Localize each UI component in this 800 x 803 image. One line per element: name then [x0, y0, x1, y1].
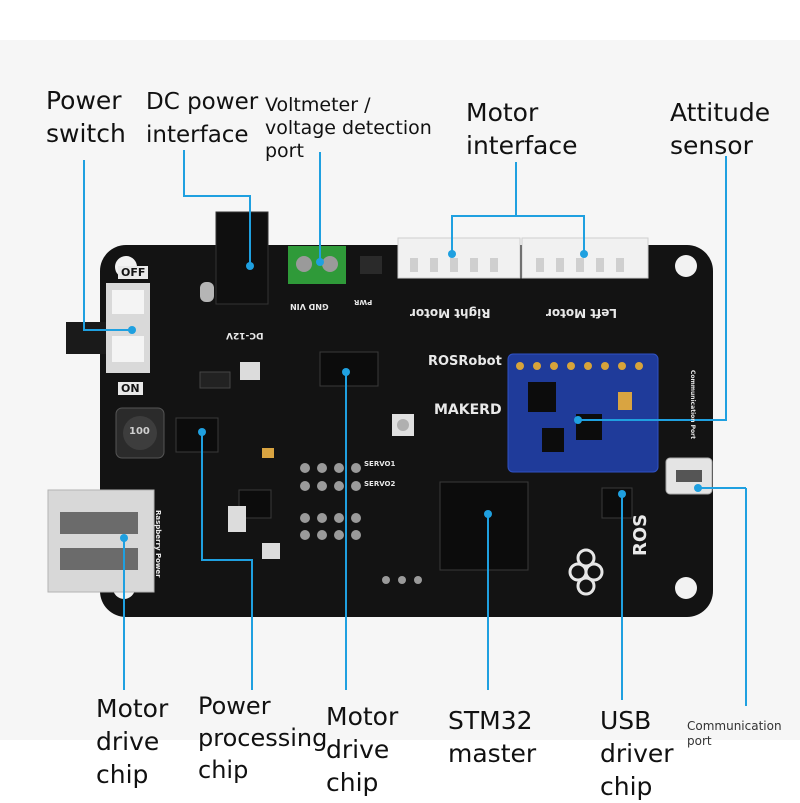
label-usb-driver-chip: USB driver chip: [600, 706, 674, 801]
label-communication-port: Communication port: [687, 719, 782, 748]
usb-driver-chip: [601, 487, 633, 519]
callout-leaders: [83, 150, 747, 706]
label-attitude-sensor: Attitude sensor: [670, 98, 771, 160]
label-motor-drive-chip-left: Motor drive chip: [96, 694, 169, 789]
motor-drive-chip-center: [319, 351, 379, 387]
mount-hole: [675, 577, 697, 599]
stm32-chip: [439, 481, 529, 571]
attitude-sensor-module: [507, 353, 659, 473]
label-motor-interface: Motor interface: [466, 98, 578, 160]
label-stm32-master: STM32 master: [448, 706, 537, 768]
silk-ros: ROS: [630, 513, 651, 556]
usb-a-port: [47, 489, 155, 593]
label-power-switch: Power switch: [46, 86, 126, 148]
label-dc-power-interface: DC power interface: [146, 89, 259, 148]
label-voltmeter-port: Voltmeter / voltage detection port: [265, 94, 432, 162]
silk-servo2: SERVO2: [364, 480, 396, 488]
silk-brand-rosrobot: ROSRobot: [428, 354, 502, 369]
silk-servo1: SERVO1: [364, 460, 396, 468]
silk-off: OFF: [118, 266, 149, 279]
dc-jack: [215, 211, 269, 305]
silk-on: ON: [118, 382, 143, 395]
label-motor-drive-chip-center: Motor drive chip: [326, 702, 399, 797]
silk-dc-12v: DC-12V: [226, 330, 264, 340]
silk-raspberry-power: Raspberry Power: [154, 510, 162, 578]
silk-brand-makerd: MAKERD: [434, 402, 502, 418]
power-switch-lever: [66, 322, 106, 354]
silk-pwr: PWR: [354, 298, 373, 306]
label-power-processing-chip: Power processing chip: [198, 692, 328, 784]
motor-drive-chip-left: [175, 417, 219, 453]
silk-right-motor: Right Motor: [410, 306, 491, 320]
silk-left-motor: Left Motor: [546, 306, 618, 320]
silk-communication-port: Communication Port: [689, 370, 696, 439]
silk-inductor-value: 100: [129, 426, 150, 437]
right-motor-connector: [397, 237, 521, 279]
mount-hole: [675, 255, 697, 277]
silk-vin-gnd: GND VIN: [290, 302, 329, 311]
raspberry-logo: [568, 548, 604, 596]
pin-header: [300, 463, 422, 584]
